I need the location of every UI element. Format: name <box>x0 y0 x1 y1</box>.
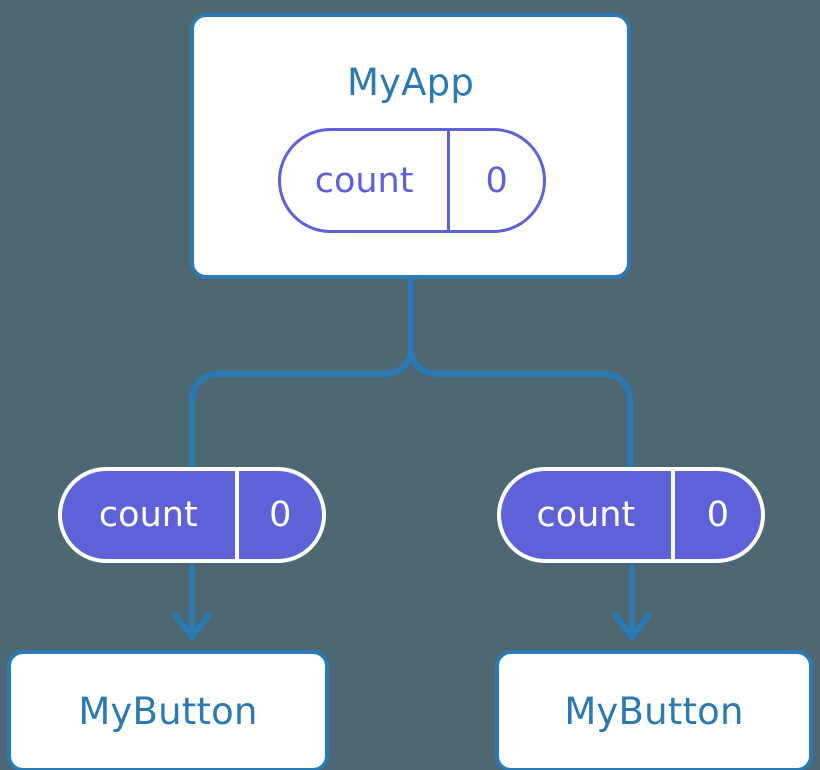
state-pill-value: 0 <box>447 131 543 230</box>
component-title-mybutton: MyButton <box>78 689 258 733</box>
component-title-myapp: MyApp <box>346 61 475 104</box>
component-node-mybutton-right[interactable]: MyButton <box>495 650 813 770</box>
edge-root-to-right-props <box>408 276 633 470</box>
state-pill-myapp-count[interactable]: count 0 <box>278 128 546 233</box>
edge-root-to-left-props <box>189 276 414 470</box>
props-pill-left-count[interactable]: count 0 <box>58 467 326 563</box>
props-pill-value: 0 <box>234 471 322 559</box>
arrowhead-left-icon <box>172 612 212 640</box>
component-node-mybutton-left[interactable]: MyButton <box>7 650 329 770</box>
props-pill-key: count <box>98 495 198 535</box>
props-pill-key: count <box>536 495 636 535</box>
props-pill-value: 0 <box>670 471 761 559</box>
props-pill-right-count[interactable]: count 0 <box>497 467 765 563</box>
component-title-mybutton: MyButton <box>564 689 744 733</box>
component-node-myapp[interactable]: MyApp <box>190 13 631 279</box>
state-pill-key: count <box>314 160 414 201</box>
arrowhead-right-icon <box>612 612 652 640</box>
